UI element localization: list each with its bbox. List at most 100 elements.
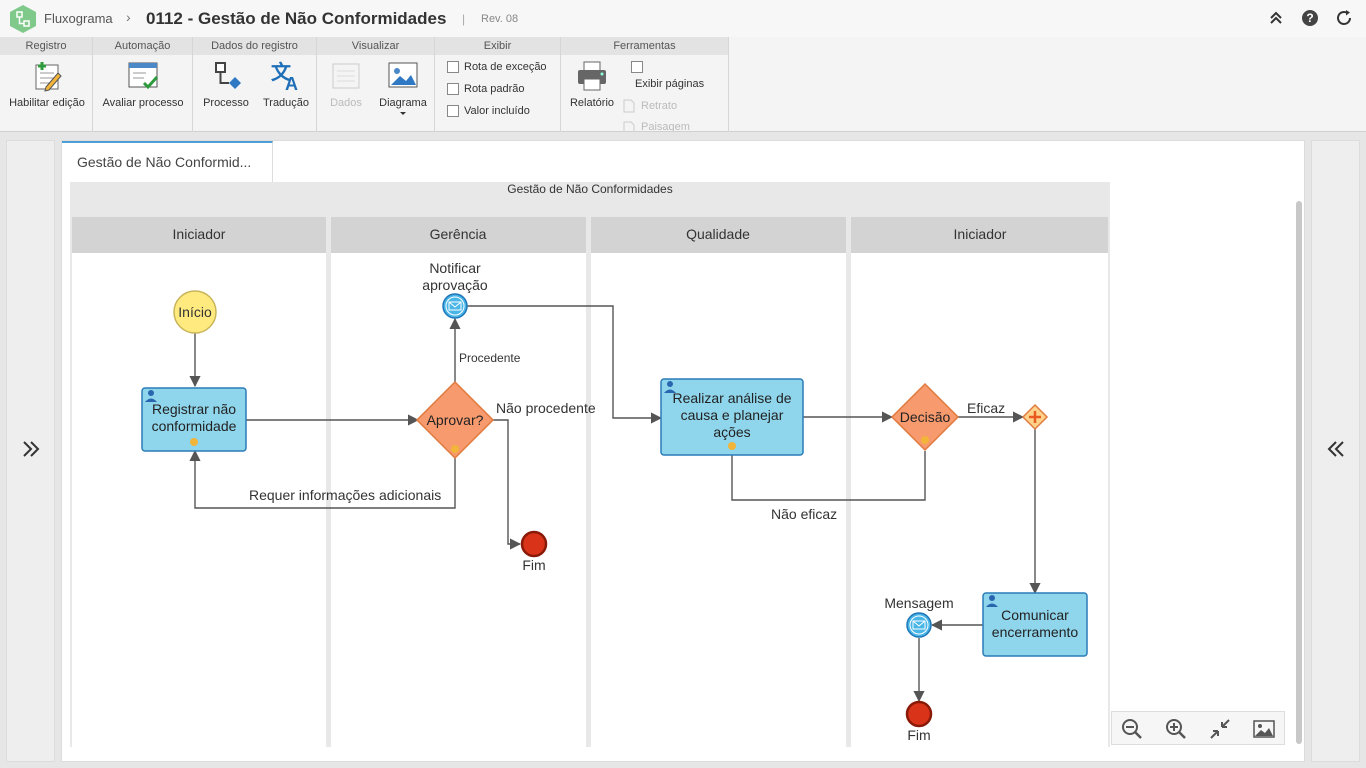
zoom-out-icon[interactable] xyxy=(1120,717,1144,741)
lane-title: Iniciador xyxy=(173,226,226,242)
node-label-line: Registrar não xyxy=(152,401,236,417)
fit-to-screen-icon[interactable] xyxy=(1208,717,1232,741)
rota-padrao-checkbox[interactable]: Rota padrão xyxy=(447,83,525,95)
lane-qualidade: Qualidade xyxy=(591,217,846,747)
checkbox-box[interactable] xyxy=(631,61,643,73)
checkbox-label: Valor incluído xyxy=(464,105,530,117)
exibir-paginas-label: Exibir páginas xyxy=(635,78,705,90)
expand-right-panel[interactable] xyxy=(1311,140,1360,762)
app-logo-icon xyxy=(10,5,36,33)
tab-gestao-nao-conformidades[interactable]: Gestão de Não Conformid... xyxy=(62,141,273,182)
checkbox-box[interactable] xyxy=(447,61,459,73)
node-label: Mensagem xyxy=(884,595,953,611)
lane-gerencia: Gerência xyxy=(331,217,586,747)
flow-label-nao-eficaz: Não eficaz xyxy=(771,506,837,522)
node-label-line: aprovação xyxy=(422,277,488,293)
valor-incluido-checkbox[interactable]: Valor incluído xyxy=(447,105,530,117)
envelope-icon xyxy=(912,620,926,630)
group-visualizar: Visualizar Dados Diagrama xyxy=(317,37,435,132)
flow-label-procedente: Procedente xyxy=(459,351,521,365)
help-icon[interactable]: ? xyxy=(1301,9,1319,27)
user-icon xyxy=(986,595,998,607)
button-label: Diagrama xyxy=(379,97,427,109)
flow-label-requer-info: Requer informações adicionais xyxy=(249,487,441,503)
expand-left-panel[interactable] xyxy=(6,140,55,762)
flow-notificar-realizar[interactable] xyxy=(467,305,663,424)
exibir-paginas-checkbox[interactable] xyxy=(631,61,648,73)
script-marker-icon xyxy=(921,436,929,444)
lane-iniciador-2: Iniciador xyxy=(851,217,1108,747)
pool-header xyxy=(70,182,1110,216)
flow-nao-procedente[interactable] xyxy=(493,419,522,550)
node-label: Aprovar? xyxy=(427,412,484,428)
export-image-icon[interactable] xyxy=(1252,717,1276,741)
breadcrumb-separator: › xyxy=(126,9,131,25)
button-label: Tradução xyxy=(262,97,310,109)
node-label-line: Realizar análise de xyxy=(672,390,791,406)
group-title: Visualizar xyxy=(317,37,434,55)
flow-nao-eficaz[interactable] xyxy=(726,438,926,501)
gateway-parallel[interactable] xyxy=(1021,403,1049,431)
task-registrar-nao-conformidade[interactable]: Registrar não conformidade xyxy=(141,387,247,452)
node-label-line: Comunicar xyxy=(1001,607,1069,623)
checkbox-label: Rota de exceção xyxy=(464,61,547,73)
script-marker-icon xyxy=(190,438,198,446)
avaliar-processo-button[interactable]: Avaliar processo xyxy=(99,59,187,109)
button-label: Dados xyxy=(330,97,362,109)
svg-text:A: A xyxy=(285,74,298,93)
checkbox-box[interactable] xyxy=(447,105,459,117)
envelope-icon xyxy=(448,301,462,311)
dados-button[interactable]: Dados xyxy=(321,59,371,109)
gateway-decisao[interactable]: Decisão xyxy=(890,382,960,452)
user-icon xyxy=(145,390,157,402)
zoom-in-icon[interactable] xyxy=(1164,717,1188,741)
retrato-option[interactable]: Retrato xyxy=(623,99,677,113)
node-label-line: causa e planejar xyxy=(681,407,784,423)
page-title: 0112 - Gestão de Não Conformidades xyxy=(146,9,447,28)
revision-label: Rev. 08 xyxy=(481,13,519,25)
diagrama-button[interactable]: Diagrama xyxy=(375,59,431,121)
user-icon xyxy=(664,381,676,393)
caret-down-icon xyxy=(400,112,406,115)
event-notificar-aprovacao[interactable]: Notificar aprovação xyxy=(422,260,488,319)
landscape-page-icon xyxy=(623,121,635,131)
title-separator: | xyxy=(462,12,466,26)
group-title: Automação xyxy=(93,37,192,55)
group-automacao: Automação Avaliar processo xyxy=(93,37,193,132)
breadcrumb-app[interactable]: Fluxograma xyxy=(44,11,113,26)
svg-text:?: ? xyxy=(1306,11,1313,25)
button-label: Habilitar edição xyxy=(9,97,85,109)
node-label: Início xyxy=(178,304,212,320)
gateway-aprovar[interactable]: Aprovar? xyxy=(415,380,495,460)
task-realizar-analise[interactable]: Realizar análise de causa e planejar açõ… xyxy=(660,378,804,456)
group-title: Exibir xyxy=(435,37,560,55)
start-event-inicio[interactable]: Início xyxy=(173,290,217,334)
event-mensagem[interactable]: Mensagem xyxy=(884,595,954,638)
chevrons-up-icon[interactable] xyxy=(1267,9,1285,27)
group-title: Registro xyxy=(0,37,92,55)
checkbox-box[interactable] xyxy=(447,83,459,95)
edit-form-icon xyxy=(35,62,62,92)
double-chevron-left-icon[interactable] xyxy=(1326,439,1346,459)
plus-icon xyxy=(1029,411,1041,423)
top-bar: Fluxograma › 0112 - Gestão de Não Confor… xyxy=(0,0,1366,37)
group-title: Dados do registro xyxy=(193,37,316,55)
group-ferramentas: Ferramentas Relatório Exibir páginas Ret… xyxy=(561,37,729,132)
option-label: Paisagem xyxy=(641,121,690,131)
bpmn-diagram: Gestão de Não Conformidades Iniciador Ge… xyxy=(70,182,1110,747)
vertical-scrollbar[interactable] xyxy=(1296,201,1302,744)
double-chevron-right-icon[interactable] xyxy=(21,439,41,459)
end-event-fim-2[interactable]: Fim xyxy=(905,700,933,743)
button-label: Avaliar processo xyxy=(102,97,184,109)
end-event-fim-1[interactable]: Fim xyxy=(520,530,548,573)
relatorio-button[interactable]: Relatório xyxy=(567,59,617,109)
task-comunicar-encerramento[interactable]: Comunicar encerramento xyxy=(982,592,1088,657)
data-sheet-icon xyxy=(332,63,360,89)
paisagem-option[interactable]: Paisagem xyxy=(623,121,690,131)
habilitar-edicao-button[interactable]: Habilitar edição xyxy=(4,59,90,109)
traducao-button[interactable]: 文 A Tradução xyxy=(258,59,314,109)
rota-excecao-checkbox[interactable]: Rota de exceção xyxy=(447,61,547,73)
processo-button[interactable]: Processo xyxy=(199,59,253,109)
refresh-icon[interactable] xyxy=(1335,9,1353,27)
flow-requer-info[interactable] xyxy=(189,449,456,509)
